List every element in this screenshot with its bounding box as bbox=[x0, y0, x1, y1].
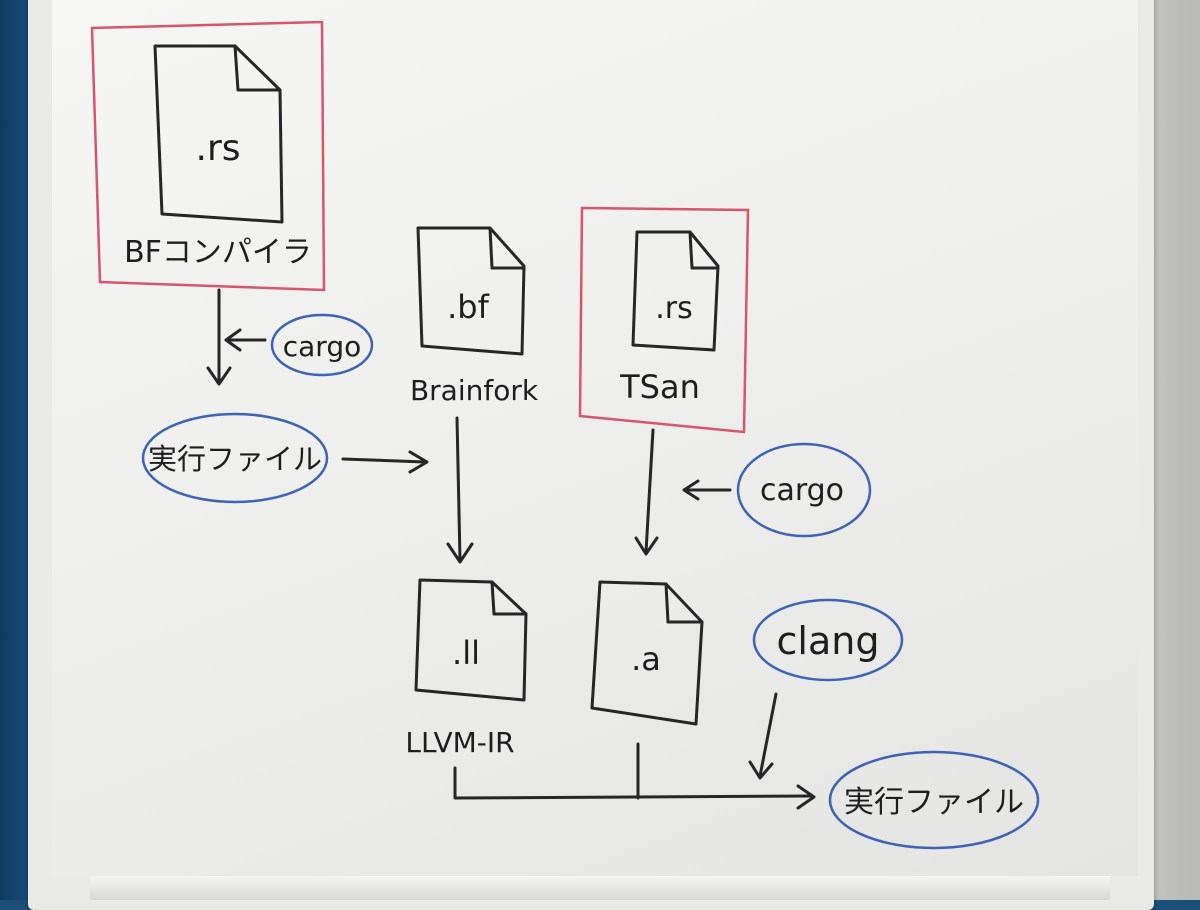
marker-tray bbox=[90, 876, 1110, 900]
arrow-cargo-top bbox=[224, 328, 267, 352]
exec-final: 実行ファイル bbox=[828, 750, 1040, 850]
bf-label: Brainfork bbox=[410, 374, 539, 407]
compiler-file-ext: .rs bbox=[196, 128, 241, 169]
bf-source: .bf Brainfork bbox=[410, 226, 539, 407]
exec-left: 実行ファイル bbox=[141, 412, 329, 504]
exec-final-ellipse bbox=[828, 750, 1040, 850]
cargo-right-ellipse bbox=[736, 442, 872, 538]
arrow-tsan-down bbox=[634, 428, 659, 556]
exec-left-label: 実行ファイル bbox=[148, 442, 322, 476]
archive: .a bbox=[590, 580, 704, 726]
bf-file-icon bbox=[416, 226, 526, 356]
file-fold bbox=[233, 44, 282, 92]
cargo-right: cargo bbox=[682, 442, 872, 538]
red-highlight-box bbox=[90, 20, 326, 292]
whiteboard bbox=[52, 0, 1138, 876]
arrow-exec-to-bf bbox=[341, 450, 429, 474]
arrowhead bbox=[796, 784, 816, 810]
ll-label: LLVM-IR bbox=[405, 726, 514, 759]
arrow-cargo-right bbox=[682, 479, 732, 501]
file-fold bbox=[490, 580, 528, 616]
rs-file-icon bbox=[153, 44, 284, 224]
compiler-group: .rs BFコンパイラ bbox=[90, 20, 326, 292]
compiler-label: BFコンパイラ bbox=[124, 235, 312, 270]
file-fold bbox=[688, 230, 720, 270]
red-highlight-box bbox=[578, 206, 750, 434]
bf-file-ext: .bf bbox=[447, 288, 489, 326]
a-file-icon bbox=[590, 580, 704, 726]
a-file-ext: .a bbox=[631, 640, 661, 678]
tsan-rs-file-icon bbox=[631, 230, 720, 352]
clang-ellipse bbox=[752, 598, 904, 682]
llvm-ir: .ll LLVM-IR bbox=[405, 578, 528, 759]
arrow-clang-down bbox=[748, 692, 778, 780]
cargo-top-ellipse bbox=[270, 313, 374, 377]
ll-file-icon bbox=[414, 578, 528, 702]
ll-file-ext: .ll bbox=[452, 634, 480, 672]
clang-label: clang bbox=[777, 619, 880, 663]
arrow-bf-down bbox=[446, 416, 474, 564]
tsan-file-ext: .rs bbox=[655, 291, 693, 326]
link-ll-to-exec bbox=[453, 766, 814, 800]
file-fold bbox=[664, 582, 704, 624]
exec-final-label: 実行ファイル bbox=[844, 785, 1024, 820]
arrowhead bbox=[206, 366, 232, 386]
cargo-right-label: cargo bbox=[760, 473, 844, 508]
tsan-label: TSan bbox=[619, 368, 700, 406]
cargo-top-label: cargo bbox=[283, 330, 361, 363]
cargo-top: cargo bbox=[224, 313, 374, 377]
tsan-group: .rs TSan bbox=[578, 206, 750, 434]
exec-left-ellipse bbox=[141, 412, 329, 504]
file-fold bbox=[488, 226, 526, 270]
clang: clang bbox=[752, 598, 904, 682]
